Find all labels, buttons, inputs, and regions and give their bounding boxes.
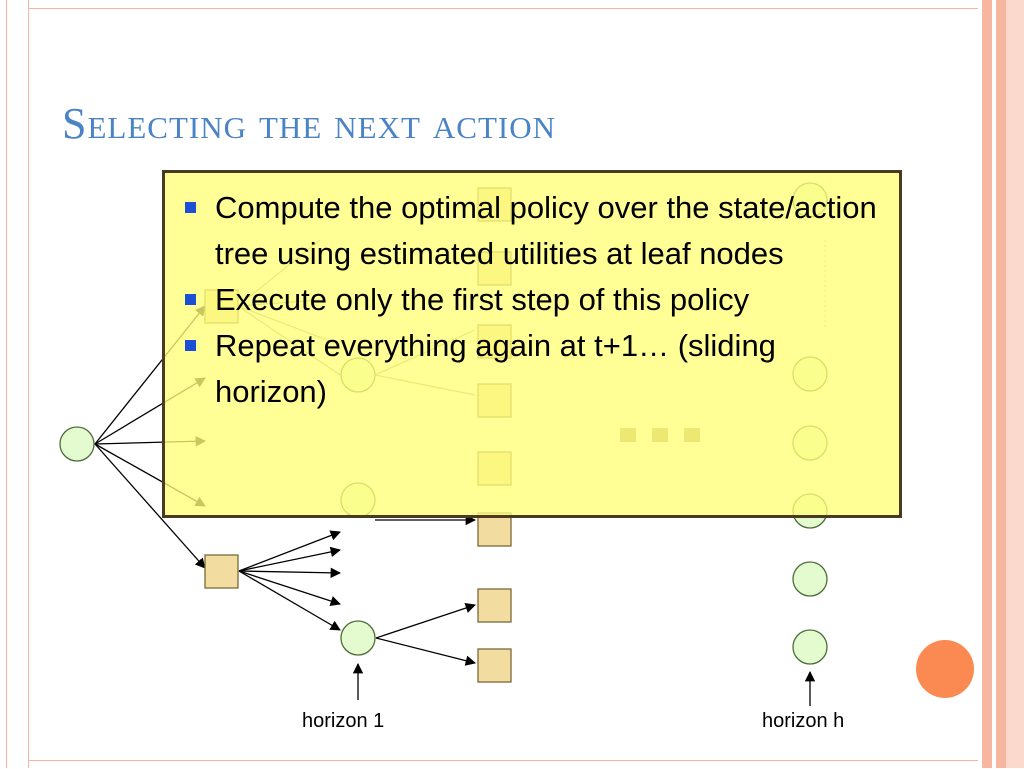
horizon-h-label: horizon h	[762, 710, 845, 732]
bullet-item: Compute the optimal policy over the stat…	[179, 185, 885, 277]
slide-right-stripes	[978, 0, 1024, 768]
square-bullet-icon	[185, 294, 196, 305]
slide-title: Selecting the next action	[62, 99, 556, 148]
slide-top-border	[0, 0, 1024, 9]
action-node	[477, 648, 512, 683]
square-bullet-icon	[185, 340, 196, 351]
slide-left-border	[0, 0, 29, 768]
slide-bottom-border	[0, 760, 1024, 769]
root-state-node	[59, 426, 95, 462]
action-node	[204, 554, 239, 589]
bullet-text: Repeat everything again at t+1… (sliding…	[215, 328, 776, 409]
state-node	[340, 620, 376, 656]
square-bullet-icon	[185, 202, 196, 213]
leaf-state-node	[792, 629, 828, 665]
bullet-text: Compute the optimal policy over the stat…	[215, 190, 877, 271]
leaf-state-node	[792, 561, 828, 597]
decorative-orange-circle	[916, 640, 974, 698]
action-node	[477, 512, 512, 547]
bullet-text: Execute only the first step of this poli…	[215, 282, 750, 317]
bullet-item: Execute only the first step of this poli…	[179, 277, 885, 323]
action-node	[477, 588, 512, 623]
horizon-1-label: horizon 1	[302, 710, 385, 732]
bullet-item: Repeat everything again at t+1… (sliding…	[179, 323, 885, 415]
lower-action-edges	[238, 514, 477, 666]
info-callout-box: Compute the optimal policy over the stat…	[162, 170, 902, 518]
bullet-list: Compute the optimal policy over the stat…	[179, 185, 885, 415]
